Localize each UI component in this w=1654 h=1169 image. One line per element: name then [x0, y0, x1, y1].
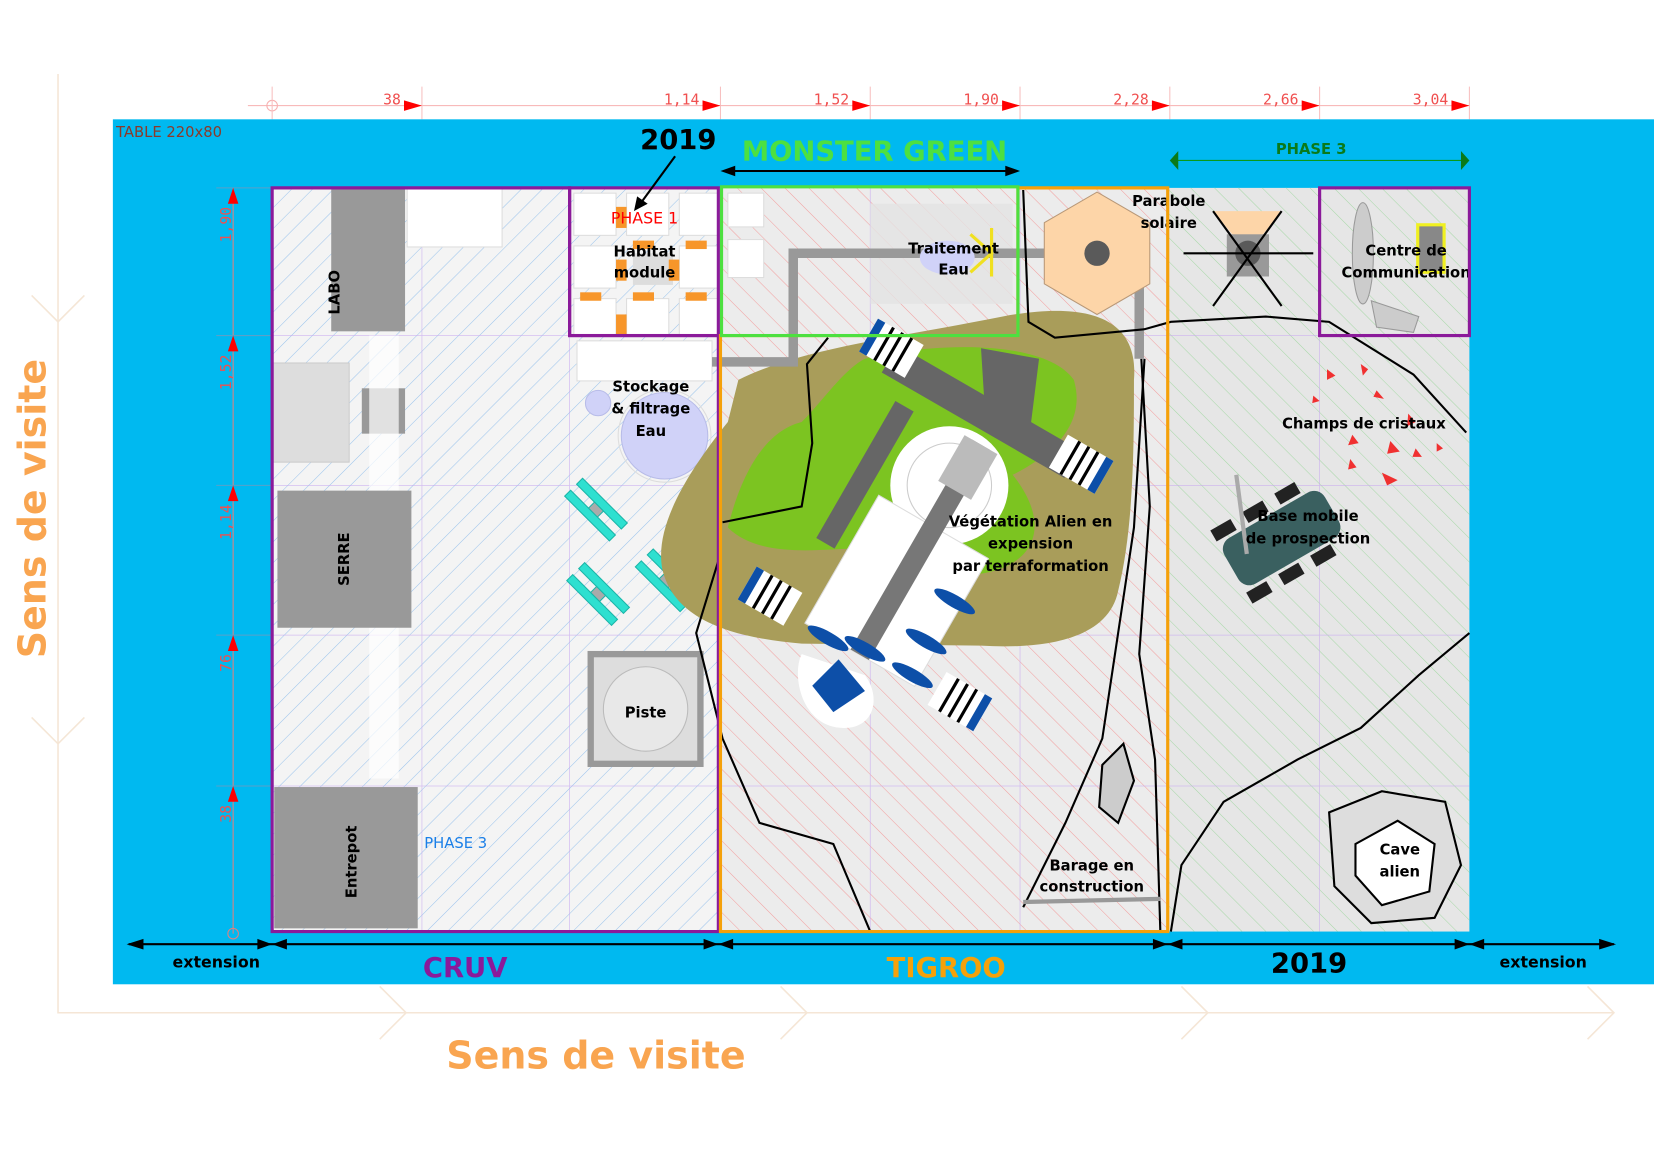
phase1-label: PHASE 1 — [611, 209, 678, 228]
serre-label: SERRE — [336, 532, 353, 586]
ruler-label: 2,66 — [1263, 92, 1299, 109]
habitat-label: Habitat — [614, 243, 676, 260]
ruler-label: 1,14 — [664, 92, 700, 109]
extension-right-label: extension — [1500, 952, 1587, 971]
sens-de-visite-vertical: Sens de visite — [10, 359, 54, 658]
tigroo-label: TIGROO — [887, 953, 1006, 984]
left-ruler: 1,90 1,52 1,14 76 38 — [216, 187, 273, 940]
water-tank — [620, 391, 709, 480]
phase3-top-label: PHASE 3 — [1276, 141, 1347, 158]
centre-label: Centre de — [1365, 242, 1446, 259]
cruv-label: CRUV — [423, 953, 508, 984]
serre-block — [277, 490, 412, 628]
vegetation-label: Végétation Alien en — [949, 513, 1113, 530]
cave-label: alien — [1379, 864, 1420, 881]
labo-block — [331, 187, 406, 332]
ruler-label: 1,14 — [218, 504, 235, 540]
base-label: Base mobile — [1257, 508, 1358, 525]
vegetation-label: expension — [988, 536, 1073, 553]
habitat-label: module — [614, 265, 676, 282]
ruler-label: 1,90 — [218, 207, 235, 243]
stockage-label: & filtrage — [611, 401, 690, 418]
centre-label: Communication — [1342, 265, 1471, 282]
bottom-dimension — [126, 938, 1617, 950]
cave-label: Cave — [1380, 842, 1420, 859]
ruler-label: 1,90 — [963, 92, 999, 109]
habitat-outline — [568, 186, 720, 338]
centre-outline — [1318, 186, 1471, 338]
ruler-label: 3,04 — [1413, 92, 1449, 109]
stockage-label: Stockage — [612, 378, 689, 395]
monster-green-outline — [719, 185, 1020, 338]
labo-label: LABO — [327, 270, 344, 315]
rock — [1098, 741, 1136, 825]
top-ruler: 38 1,14 1,52 1,90 2,28 2,66 3,04 — [247, 86, 1470, 120]
piste-label: Piste — [625, 704, 667, 721]
ruler-label: 1,52 — [218, 355, 235, 391]
traitement-label: Traitement — [908, 240, 999, 257]
vegetation-label: par terraformation — [952, 558, 1108, 575]
stockage-label: Eau — [636, 423, 667, 440]
phase3-left-label: PHASE 3 — [424, 835, 487, 852]
space-station — [737, 318, 1114, 732]
comm-dishes — [1351, 202, 1446, 333]
entrepot-block — [274, 787, 418, 929]
ruler-label: 2,28 — [1113, 92, 1149, 109]
barage-label: Barage en — [1049, 857, 1134, 874]
ruler-label: 38 — [383, 92, 401, 109]
cristaux-label: Champs de cristaux — [1282, 415, 1446, 432]
mobile-rover — [1210, 482, 1341, 604]
year-top-label: 2019 — [640, 125, 716, 156]
base-label: de prospection — [1246, 530, 1371, 547]
visit-guides — [31, 73, 1616, 1040]
entrepot-label: Entrepot — [344, 826, 361, 899]
traitement-label: Eau — [938, 261, 969, 278]
crystal-field — [1312, 364, 1444, 486]
windmill — [1183, 210, 1314, 307]
ruler-label: 1,52 — [814, 92, 850, 109]
extension-left-label: extension — [173, 952, 260, 971]
sens-de-visite-horizontal: Sens de visite — [446, 1034, 745, 1078]
monster-green-label: MONSTER GREEN — [742, 136, 1007, 167]
ruler-label: 38 — [218, 805, 235, 823]
ruler-label: 76 — [218, 654, 235, 672]
barage-label: construction — [1040, 878, 1144, 895]
solar-parabola — [1043, 191, 1151, 316]
habitat-module — [573, 192, 723, 337]
table-title: TABLE 220x80 — [115, 124, 222, 141]
year-bottom-label: 2019 — [1271, 949, 1347, 980]
